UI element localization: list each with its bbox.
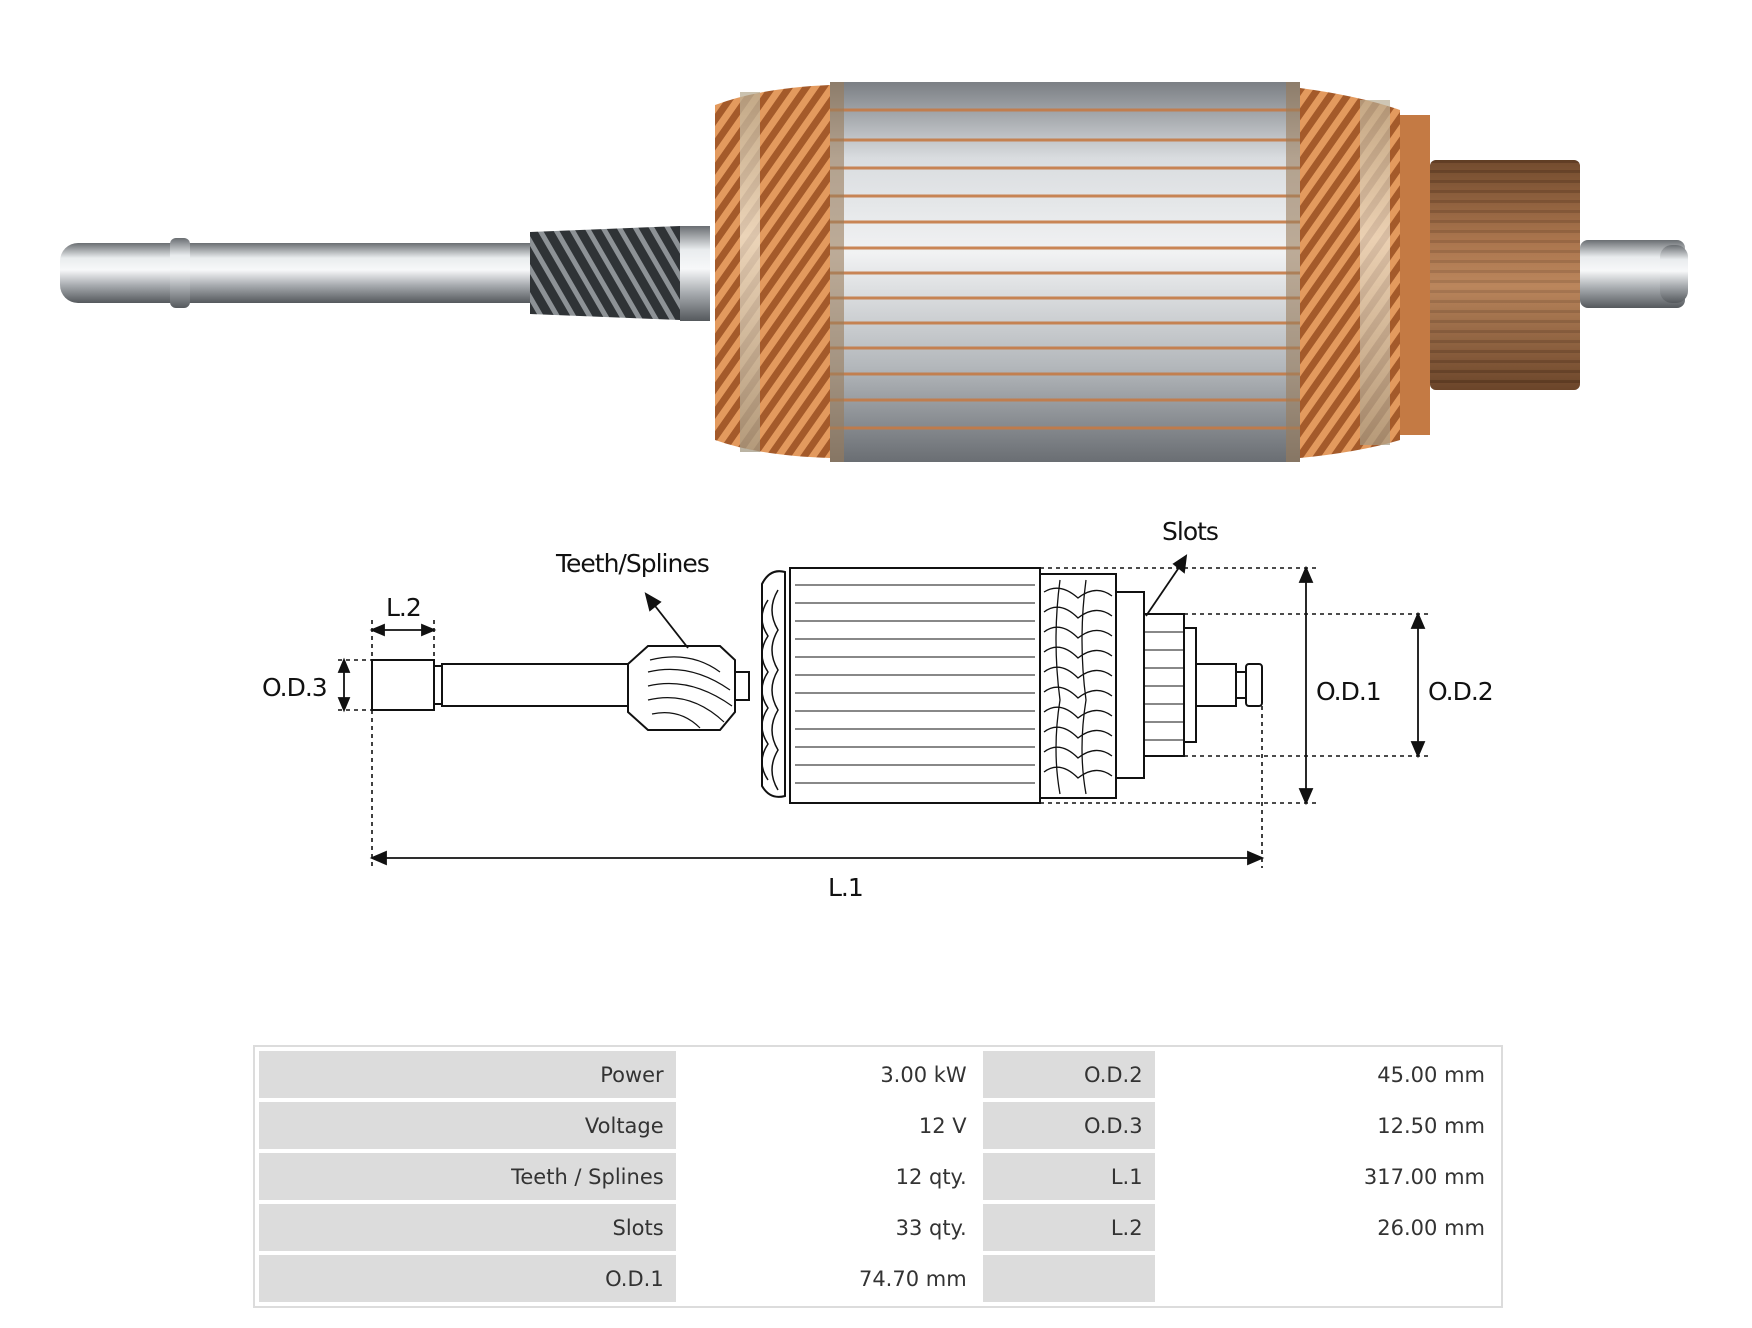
armature-photo <box>60 82 1688 462</box>
technical-drawing: Teeth/Splines Slots L.2 O.D.3 O.D.1 O.D.… <box>262 517 1494 900</box>
spec-key: L.2 <box>982 1204 1155 1251</box>
shaft-end-drawing <box>371 659 435 711</box>
spec-value: 26.00 mm <box>1158 1204 1497 1251</box>
label-l2: L.2 <box>386 593 421 622</box>
label-l1: L.1 <box>828 873 863 900</box>
commutator-drawing <box>1143 613 1185 757</box>
label-od3: O.D.3 <box>262 673 327 702</box>
spec-key: O.D.3 <box>982 1102 1155 1149</box>
spec-key: O.D.2 <box>982 1051 1155 1098</box>
spec-key <box>982 1255 1155 1302</box>
label-slots: Slots <box>1162 517 1218 546</box>
spec-value: 33 qty. <box>679 1204 979 1251</box>
spec-key: L.1 <box>982 1153 1155 1200</box>
spec-key: Teeth / Splines <box>259 1153 676 1200</box>
spec-key: Slots <box>259 1204 676 1251</box>
table-row: Power 3.00 kW O.D.2 45.00 mm <box>259 1051 1497 1098</box>
spec-value: 317.00 mm <box>1158 1153 1497 1200</box>
splines-drawing <box>627 645 736 731</box>
table-row: O.D.1 74.70 mm <box>259 1255 1497 1302</box>
table-row: Teeth / Splines 12 qty. L.1 317.00 mm <box>259 1153 1497 1200</box>
label-od1: O.D.1 <box>1316 677 1381 706</box>
shaft-right <box>1580 240 1685 308</box>
label-od2: O.D.2 <box>1428 677 1493 706</box>
spec-value: 12 V <box>679 1102 979 1149</box>
spec-value: 3.00 kW <box>679 1051 979 1098</box>
spec-key: Power <box>259 1051 676 1098</box>
table-row: Slots 33 qty. L.2 26.00 mm <box>259 1204 1497 1251</box>
shaft-drawing <box>441 663 629 707</box>
pinion-gear <box>530 226 680 320</box>
spec-key: Voltage <box>259 1102 676 1149</box>
spec-table: Power 3.00 kW O.D.2 45.00 mm Voltage 12 … <box>253 1045 1503 1308</box>
spec-value: 45.00 mm <box>1158 1051 1497 1098</box>
table-row: Voltage 12 V O.D.3 12.50 mm <box>259 1102 1497 1149</box>
spec-value <box>1158 1255 1497 1302</box>
spec-value: 12.50 mm <box>1158 1102 1497 1149</box>
spec-key: O.D.1 <box>259 1255 676 1302</box>
spec-value: 12 qty. <box>679 1153 979 1200</box>
label-teeth-splines: Teeth/Splines <box>555 549 709 578</box>
spec-value: 74.70 mm <box>679 1255 979 1302</box>
